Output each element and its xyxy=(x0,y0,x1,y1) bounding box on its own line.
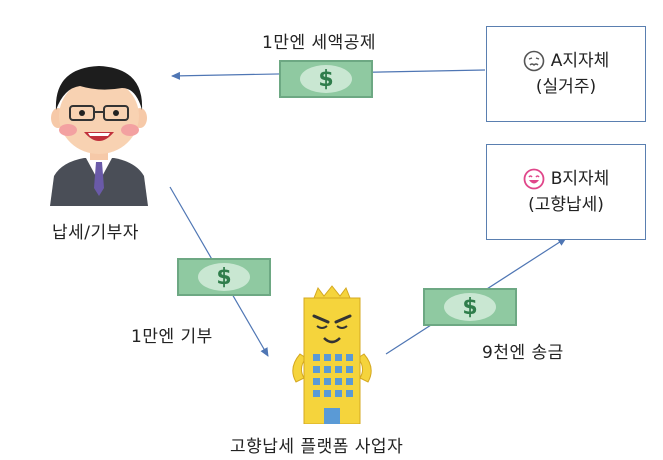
taxpayer-label: 납세/기부자 xyxy=(52,223,139,243)
money-bill-top: $ xyxy=(279,60,373,98)
money-bill-left: $ xyxy=(177,258,271,296)
municipality-b-box: B지자체 (고향납세) xyxy=(486,144,646,240)
money-bill-right: $ xyxy=(423,288,517,326)
dollar-sign: $ xyxy=(300,65,352,93)
transfer-label: 9천엔 송금 xyxy=(482,343,564,363)
taxpayer-figure xyxy=(40,58,158,206)
platform-building xyxy=(284,284,380,425)
dollar-sign: $ xyxy=(198,263,250,291)
tax-credit-label: 1만엔 세액공제 xyxy=(262,33,377,53)
municipality-a-name: A지자체 xyxy=(550,51,610,71)
donation-label: 1만엔 기부 xyxy=(131,327,213,347)
municipality-b-name: B지자체 xyxy=(550,169,610,189)
municipality-a-sub: (실거주) xyxy=(535,77,597,97)
sad-face-icon xyxy=(523,50,545,72)
happy-face-icon xyxy=(523,168,545,190)
platform-label: 고향납세 플랫폼 사업자 xyxy=(230,437,404,457)
municipality-a-box: A지자체 (실거주) xyxy=(486,26,646,122)
municipality-b-sub: (고향납세) xyxy=(528,195,604,215)
building-icon xyxy=(292,285,372,425)
businessman-icon xyxy=(50,66,148,206)
dollar-sign: $ xyxy=(444,293,496,321)
